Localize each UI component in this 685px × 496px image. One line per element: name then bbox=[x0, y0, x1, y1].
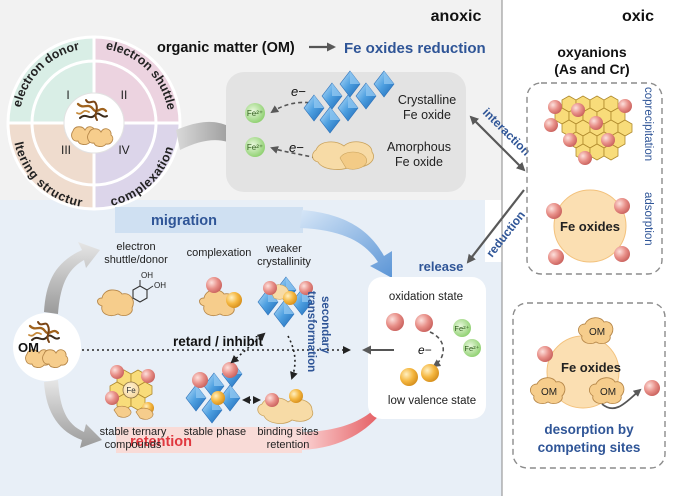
migration-arrow bbox=[300, 210, 392, 278]
svg-text:Fe: Fe bbox=[126, 386, 136, 395]
fe2-ion-icon bbox=[245, 137, 265, 157]
complexation-icon bbox=[199, 277, 242, 317]
amorphous-fe-oxide-icon bbox=[312, 141, 374, 170]
om-label: OM bbox=[18, 340, 39, 355]
anoxic-heading: anoxic bbox=[431, 8, 482, 25]
electron-shuttle-icon: OH OH bbox=[97, 271, 166, 317]
svg-text:Fe²⁺: Fe²⁺ bbox=[464, 344, 479, 353]
desorption-label-2: competing sites bbox=[538, 440, 641, 455]
interaction-arrow bbox=[469, 115, 526, 172]
svg-text:OH: OH bbox=[154, 281, 166, 290]
oxyanions-subtitle: (As and Cr) bbox=[554, 61, 629, 77]
retard-inhibit-label: retard / inhibit bbox=[173, 334, 264, 349]
adsorbed-oxyanion bbox=[614, 246, 630, 262]
weaker-crystallinity-label-2: crystallinity bbox=[257, 256, 311, 268]
wheel-numeral-1: I bbox=[66, 88, 69, 102]
reduced-species bbox=[421, 364, 439, 382]
coprecipitation-label: coprecipitation bbox=[642, 87, 654, 161]
migration-banner bbox=[115, 207, 303, 233]
binding-sites-label-2: retention bbox=[267, 439, 310, 451]
oxic-heading: oxic bbox=[622, 8, 654, 25]
oxyanions-title: oxyanions bbox=[557, 44, 626, 60]
reduction-arrow bbox=[466, 189, 525, 264]
adsorbed-oxyanion bbox=[548, 249, 564, 265]
oxyanion-spheres bbox=[544, 99, 632, 165]
secondary-transformation-label-2: transformation bbox=[305, 291, 317, 372]
desorbed-oxyanion bbox=[644, 380, 660, 396]
electron-label: e− bbox=[291, 84, 306, 99]
adsorption-label: adsorption bbox=[642, 192, 654, 246]
release-label: release bbox=[419, 259, 464, 274]
svg-text:OM: OM bbox=[541, 387, 557, 398]
om-particle-icon: OM bbox=[589, 377, 625, 405]
svg-text:Fe²⁺: Fe²⁺ bbox=[247, 143, 263, 152]
weaker-crystallinity-label: weaker bbox=[265, 243, 302, 255]
svg-text:OH: OH bbox=[141, 271, 153, 280]
desorption-fe-oxides-label: Fe oxides bbox=[561, 360, 621, 375]
binding-sites-label: binding sites bbox=[257, 426, 319, 438]
fe2-ion-icon bbox=[463, 339, 481, 357]
desorption-arrow bbox=[601, 388, 642, 410]
om-particle-icon: OM bbox=[578, 317, 614, 345]
crystalline-label: Crystalline bbox=[398, 93, 456, 107]
adsorbed-oxyanion bbox=[537, 346, 553, 362]
release-box bbox=[368, 277, 486, 419]
stable-phase-label: stable phase bbox=[184, 426, 246, 438]
om-to-retention-arrow bbox=[44, 380, 102, 448]
ternary-label-2: compounds bbox=[105, 439, 162, 451]
electron-flow-arrow bbox=[270, 146, 317, 159]
fe-oxide-particle bbox=[553, 189, 627, 263]
svg-text:Fe²⁺: Fe²⁺ bbox=[454, 324, 469, 333]
amorphous-label-2: Fe oxide bbox=[395, 155, 443, 169]
amorphous-label: Amorphous bbox=[387, 140, 451, 154]
electron-label: e− bbox=[289, 140, 304, 155]
wheel-numeral-3: III bbox=[61, 143, 71, 157]
secondary-transformation-label: secondary bbox=[319, 296, 331, 354]
crystallinity-to-stable-arrow bbox=[230, 332, 266, 364]
electron-shuttle-label: electron bbox=[116, 241, 155, 253]
retention-arrow bbox=[300, 384, 396, 450]
fe2-ion-icon bbox=[453, 319, 471, 337]
ternary-label: stable ternary bbox=[100, 426, 167, 438]
crystalline-label-2: Fe oxide bbox=[403, 108, 451, 122]
om-title: organic matter (OM) bbox=[157, 40, 295, 56]
electron-shuttle-label-2: shuttle/donor bbox=[104, 254, 168, 266]
binding-sites-icon bbox=[257, 389, 314, 424]
migration-label: migration bbox=[151, 213, 217, 229]
reduced-species bbox=[400, 368, 418, 386]
electron-label: e− bbox=[418, 343, 432, 357]
adsorbed-oxyanion bbox=[546, 203, 562, 219]
wheel-numeral-2: II bbox=[121, 88, 128, 102]
svg-text:Fe²⁺: Fe²⁺ bbox=[247, 109, 263, 118]
electron-flow-arrow bbox=[270, 101, 317, 114]
oxyanions-box bbox=[526, 82, 663, 275]
electron-transfer-arrow bbox=[429, 331, 445, 368]
oxidized-species bbox=[415, 314, 433, 332]
fe2-ion-icon bbox=[245, 103, 265, 123]
desorption-label: desorption by bbox=[544, 422, 634, 437]
svg-text:OM: OM bbox=[589, 327, 605, 338]
svg-text:OM: OM bbox=[600, 387, 616, 398]
low-valence-label: low valence state bbox=[388, 395, 476, 407]
desorption-box bbox=[512, 302, 666, 469]
fe-oxides-label: Fe oxides bbox=[560, 219, 620, 234]
oxidized-species bbox=[386, 313, 404, 331]
complexation-label: complexation bbox=[187, 247, 252, 259]
reduction-title: Fe oxides reduction bbox=[344, 40, 486, 57]
reduction-box bbox=[226, 72, 466, 192]
om-to-migration-arrow bbox=[44, 242, 100, 314]
adsorbed-oxyanion bbox=[614, 198, 630, 214]
oxidation-state-label: oxidation state bbox=[389, 291, 463, 303]
retention-banner bbox=[116, 427, 302, 453]
stable-ternary-compound-icon: Fe bbox=[105, 365, 155, 420]
retention-label: retention bbox=[130, 434, 192, 450]
wheel-numeral-4: IV bbox=[118, 143, 129, 157]
weaker-crystallinity-icon bbox=[257, 276, 313, 328]
stable-phase-icon bbox=[185, 360, 243, 424]
om-particle-icon: OM bbox=[530, 377, 566, 405]
